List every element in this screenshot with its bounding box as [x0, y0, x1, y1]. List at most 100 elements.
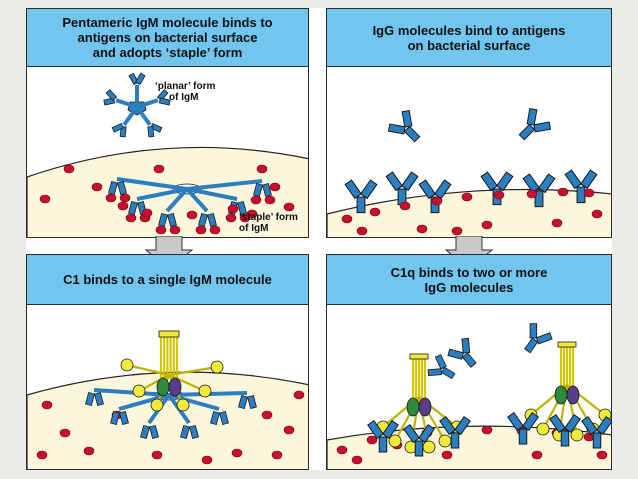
igm-fab — [94, 391, 104, 407]
igg-fab — [434, 179, 452, 200]
antigen-dot — [186, 210, 198, 220]
igm-arm — [136, 187, 188, 201]
c1q-igg-illustration — [327, 323, 611, 469]
antigen-dot — [227, 204, 239, 214]
igm-arm — [168, 393, 220, 411]
igg-fab — [507, 411, 524, 432]
igg-fab — [461, 337, 471, 354]
c1q-head — [198, 384, 212, 398]
igg-molecule — [385, 171, 419, 206]
igm-fab — [105, 89, 118, 102]
antigen-dot — [261, 410, 273, 420]
title-line: C1 binds to a single IgM molecule — [63, 272, 272, 287]
antigen-dot — [201, 455, 213, 465]
igg-fc — [450, 432, 460, 449]
c1q-head — [388, 434, 402, 448]
c1q-head — [176, 398, 190, 412]
igg-fab — [581, 415, 598, 436]
igg-fab — [403, 423, 420, 444]
igg-fc — [576, 186, 586, 204]
antigen-dot — [451, 226, 463, 236]
antigen-dot — [583, 188, 595, 198]
igg-molecule — [522, 173, 556, 208]
free-igg — [427, 323, 553, 380]
antigen-dot — [153, 164, 165, 174]
antigens — [39, 164, 295, 220]
antigen-dot — [557, 187, 569, 197]
antigen-dot — [336, 445, 348, 455]
antigen-dot — [250, 195, 262, 205]
c1q-collar — [158, 330, 180, 338]
igm-arm — [135, 105, 152, 126]
antigen-dot — [119, 193, 131, 203]
igm-fab — [85, 391, 95, 407]
igm-fab — [110, 410, 120, 426]
igg-molecule — [427, 354, 456, 380]
igm-fab — [180, 424, 190, 440]
igm-fab — [117, 180, 127, 196]
igg-fab — [401, 171, 419, 192]
antigen-dot — [283, 202, 295, 212]
title-line: on bacterial surface — [407, 37, 531, 53]
antigen-dot — [596, 450, 608, 460]
antigen-dot — [246, 209, 258, 219]
igg-fc — [414, 440, 424, 457]
antigen-dot — [41, 400, 53, 410]
antigen-dot — [105, 193, 117, 203]
antigen-dot — [366, 435, 378, 445]
igg-fab — [387, 123, 406, 135]
igg-fab — [360, 179, 378, 200]
igg-fab — [344, 179, 362, 200]
antigen-dot — [531, 450, 543, 460]
igg-fc — [518, 428, 528, 445]
antigen-dot — [551, 218, 563, 228]
antigen-dot — [231, 448, 243, 458]
igm-fab — [210, 410, 220, 426]
antigen-dot — [63, 164, 75, 174]
title-line: Pentameric IgM molecule binds to — [62, 15, 273, 30]
igg-fab — [522, 411, 539, 432]
igm-fab — [150, 122, 163, 133]
igm-arm — [186, 179, 263, 191]
igg-molecule — [447, 337, 477, 368]
antigen-dot — [209, 225, 221, 235]
igm-arm — [115, 98, 138, 109]
igm-fab — [219, 410, 229, 426]
c1q-collar — [409, 353, 429, 360]
c1r — [156, 377, 170, 397]
title-line: IgG molecules bind to antigens — [372, 22, 566, 38]
c1q-head — [570, 428, 584, 442]
antigen-dot — [481, 425, 493, 435]
igm-arm — [165, 187, 189, 213]
c1s — [566, 385, 580, 405]
igm-arm — [186, 187, 238, 201]
igm-fab — [158, 97, 171, 106]
antigen-dot — [526, 189, 538, 199]
antigen-dot — [39, 194, 51, 204]
igg-fab — [529, 323, 538, 339]
title-line: antigens on bacterial surface — [77, 30, 258, 45]
igg-molecule — [344, 179, 378, 214]
antigen-dot — [271, 450, 283, 460]
igg-fc — [518, 123, 536, 141]
igm-fab — [262, 182, 272, 198]
igg-molecule — [524, 323, 553, 354]
igm-arm — [136, 98, 159, 109]
antigen-dot — [481, 220, 493, 230]
igg-molecule — [403, 423, 435, 457]
c1r — [554, 385, 568, 405]
panel-title: C1q binds to two or more IgG molecules — [327, 255, 611, 305]
panel-title: Pentameric IgM molecule binds to antigen… — [27, 9, 308, 67]
igg-fc — [534, 190, 544, 208]
panel-title: IgG molecules bind to antigens on bacter… — [327, 9, 611, 67]
igm-fab — [237, 200, 247, 216]
antigen-dot — [351, 455, 363, 465]
c1q-complexes — [367, 341, 611, 457]
igm-fab — [140, 424, 150, 440]
panel-title: C1 binds to a single IgM molecule — [27, 255, 308, 305]
antigen-dot — [151, 450, 163, 460]
igg-fab — [418, 423, 435, 444]
igg-fab — [385, 171, 403, 192]
igg-fab — [434, 354, 447, 370]
igg-fab — [596, 415, 611, 436]
